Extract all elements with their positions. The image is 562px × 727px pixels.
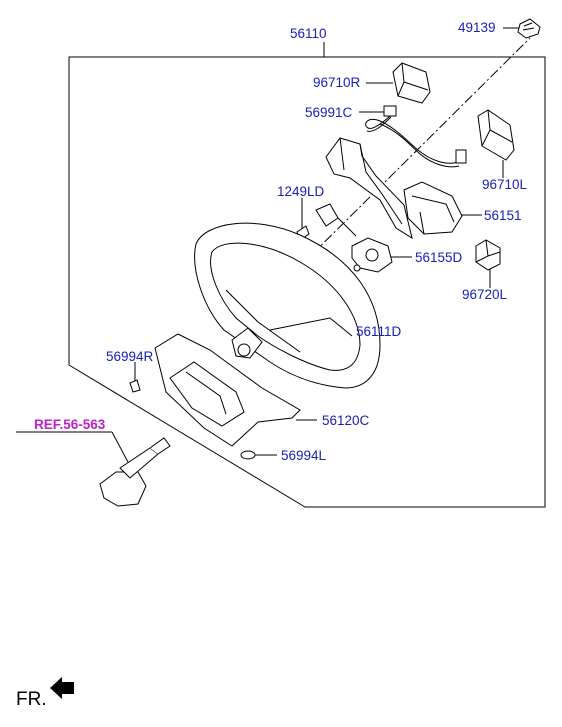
label-56991C: 56991C <box>305 105 353 120</box>
label-96720L: 96720L <box>462 287 508 302</box>
switch-96710R <box>392 62 431 104</box>
clip-56994L <box>240 450 256 460</box>
front-direction-label: FR. <box>16 689 47 710</box>
switch-96710L <box>477 109 515 161</box>
fr-arrow <box>50 677 74 699</box>
connector <box>315 203 357 237</box>
label-96710R: 96710R <box>313 75 361 90</box>
label-56111D: 56111D <box>356 324 402 339</box>
horn-pad-56151 <box>403 181 463 235</box>
clip-49139 <box>517 18 541 39</box>
label-56120C: 56120C <box>322 413 370 428</box>
label-1249LD: 1249LD <box>277 184 325 199</box>
label-56994L: 56994L <box>281 448 327 463</box>
steering-wheel-56111D <box>194 222 381 389</box>
label-96710L: 96710L <box>482 177 528 192</box>
label-56994R: 56994R <box>106 349 154 364</box>
ref-label[interactable]: REF.56-563 <box>34 417 106 432</box>
clip-56994R <box>129 379 141 393</box>
column-shaft <box>99 437 171 507</box>
damper-56155D <box>351 237 393 273</box>
label-49139: 49139 <box>458 20 496 35</box>
switch-96720L <box>475 239 501 271</box>
label-56110: 56110 <box>290 26 327 41</box>
axis-line <box>247 37 531 319</box>
bracket <box>325 137 413 240</box>
label-56151: 56151 <box>484 208 522 223</box>
wire-56991C <box>365 105 467 168</box>
assembly-outline <box>68 56 546 508</box>
lower-cover-56120C <box>154 333 301 447</box>
label-56155D: 56155D <box>415 250 463 265</box>
